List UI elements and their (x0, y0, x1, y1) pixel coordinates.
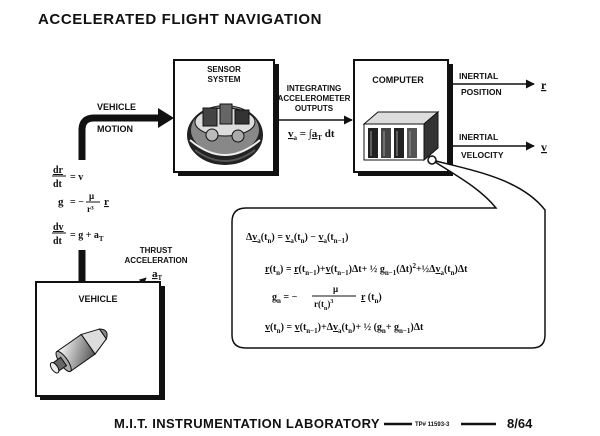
inertial-velocity-line1: INERTIAL (459, 132, 498, 142)
eq3-denominator: dt (53, 236, 63, 247)
eq-gravity-update: gn = − (272, 292, 298, 305)
eq3-numerator: dv (53, 222, 64, 233)
sensor-system-box: SENSOR SYSTEM (173, 59, 279, 176)
footer-tp: TP# 11593-3 (415, 422, 450, 428)
update-equations: Δva(tn) = va(tn) − va(tn−1) r(tn) = r(tn… (246, 232, 468, 335)
eq1-numerator: dr (53, 165, 64, 176)
eq-velocity-update: v(tn) = v(tn−1)+Δva(tn)+ ½ (gn+ gn−1)Δt (265, 322, 424, 335)
inertial-position-line2: POSITION (461, 87, 502, 97)
vehicle-box: VEHICLE (35, 281, 165, 400)
callout-bubble (231, 159, 546, 349)
thrust-label-line1: THRUST (140, 246, 173, 255)
eq-gravity-den: r(tn)3 (314, 299, 333, 312)
velocity-output-symbol: v (541, 140, 547, 154)
integrating-label-line2: ACCELEROMETER (278, 94, 351, 103)
eq2-mid: = − (70, 197, 84, 208)
eq2-denominator: r³ (87, 204, 94, 214)
computer-label: COMPUTER (372, 75, 424, 85)
eq2-rhs: r (104, 196, 109, 208)
eq-gravity-r: r (tn) (361, 292, 382, 305)
page-title: ACCELERATED FLIGHT NAVIGATION (38, 11, 322, 28)
eq2-numerator: μ (89, 191, 94, 201)
computer-box: COMPUTER (353, 59, 453, 176)
inertial-platform-icon (187, 103, 263, 165)
footer-lab: M.I.T. INSTRUMENTATION LABORATORY (114, 416, 380, 431)
inertial-position-line1: INERTIAL (459, 71, 498, 81)
callout-anchor (427, 155, 437, 165)
eq3-rhs: = g + aT (70, 230, 104, 243)
footer-page: 8/64 (507, 416, 533, 431)
eq-gravity-mu: μ (333, 284, 338, 294)
eq2-lhs: g (58, 196, 64, 208)
computer-modules-icon (362, 110, 440, 162)
vehicle-box-label: VEHICLE (78, 294, 117, 304)
sensor-label-line1: SENSOR (207, 65, 241, 74)
eq-delta-va: Δva(tn) = va(tn) − va(tn−1) (246, 232, 348, 245)
vehicle-motion-arrow (78, 108, 174, 160)
integrating-label-line1: INTEGRATING (287, 84, 342, 93)
eq-position-update: r(tn) = r(tn−1)+v(tn−1)Δt+ ½ gn−1(Δt)2+½… (265, 262, 468, 277)
thrust-label-line2: ACCELERATION (125, 256, 188, 265)
thrust-symbol: aT (152, 268, 163, 282)
vehicle-icon (49, 328, 108, 374)
inertial-velocity-line2: VELOCITY (461, 150, 504, 160)
eq1-denominator: dt (53, 179, 63, 190)
va-equation: va = ∫aT dt (288, 128, 335, 142)
vehicle-motion-line1: VEHICLE (97, 102, 136, 112)
eq1-rhs: = v (70, 172, 83, 183)
sensor-label-line2: SYSTEM (208, 75, 241, 84)
vehicle-motion-line2: MOTION (97, 124, 133, 134)
position-output-symbol: r (541, 78, 547, 92)
motion-equations: dr dt = v g = − μ r³ r dv dt = g + aT (52, 165, 109, 247)
footer: M.I.T. INSTRUMENTATION LABORATORY TP# 11… (114, 416, 533, 431)
integrating-label-line3: OUTPUTS (295, 104, 334, 113)
